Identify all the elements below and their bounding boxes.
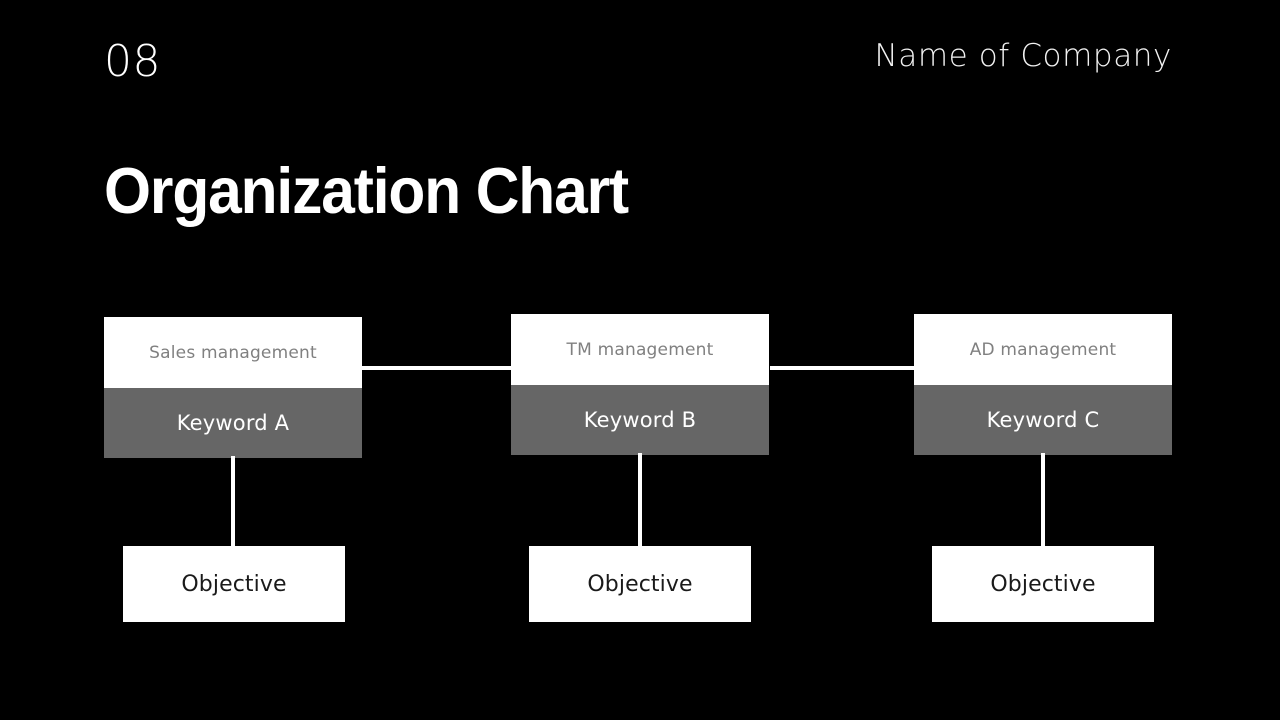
objective-label-col-2: Objective [587, 571, 693, 597]
node-body-label-col-1: Keyword A [176, 411, 290, 435]
node-head-col-3: AD management [914, 314, 1172, 385]
node-head-col-1: Sales management [104, 317, 362, 388]
connector-col2-objective [638, 453, 642, 548]
node-card-col-2[interactable]: TM management Keyword B [511, 314, 769, 455]
objective-label-col-3: Objective [990, 571, 1096, 597]
objective-box-col-1[interactable]: Objective [123, 546, 345, 622]
node-card-col-3[interactable]: AD management Keyword C [914, 314, 1172, 455]
node-body-col-1: Keyword A [104, 388, 362, 458]
node-head-label-col-1: Sales management [149, 342, 317, 363]
node-head-label-col-3: AD management [969, 339, 1117, 360]
node-head-col-2: TM management [511, 314, 769, 385]
objective-label-col-1: Objective [181, 571, 287, 597]
node-body-label-col-2: Keyword B [583, 408, 697, 432]
node-body-label-col-3: Keyword C [986, 408, 1100, 432]
node-body-col-2: Keyword B [511, 385, 769, 455]
node-card-col-1[interactable]: Sales management Keyword A [104, 317, 362, 458]
objective-box-col-2[interactable]: Objective [529, 546, 751, 622]
page-number: 08 [104, 36, 161, 87]
node-body-col-3: Keyword C [914, 385, 1172, 455]
connector-col2-col3 [770, 366, 915, 370]
connector-col1-col2 [362, 366, 512, 370]
objective-box-col-3[interactable]: Objective [932, 546, 1154, 622]
connector-col3-objective [1041, 453, 1045, 548]
node-head-label-col-2: TM management [566, 339, 714, 360]
connector-col1-objective [231, 456, 235, 548]
page-title: Organization Chart [104, 154, 629, 227]
company-name: Name of Company [874, 38, 1172, 74]
